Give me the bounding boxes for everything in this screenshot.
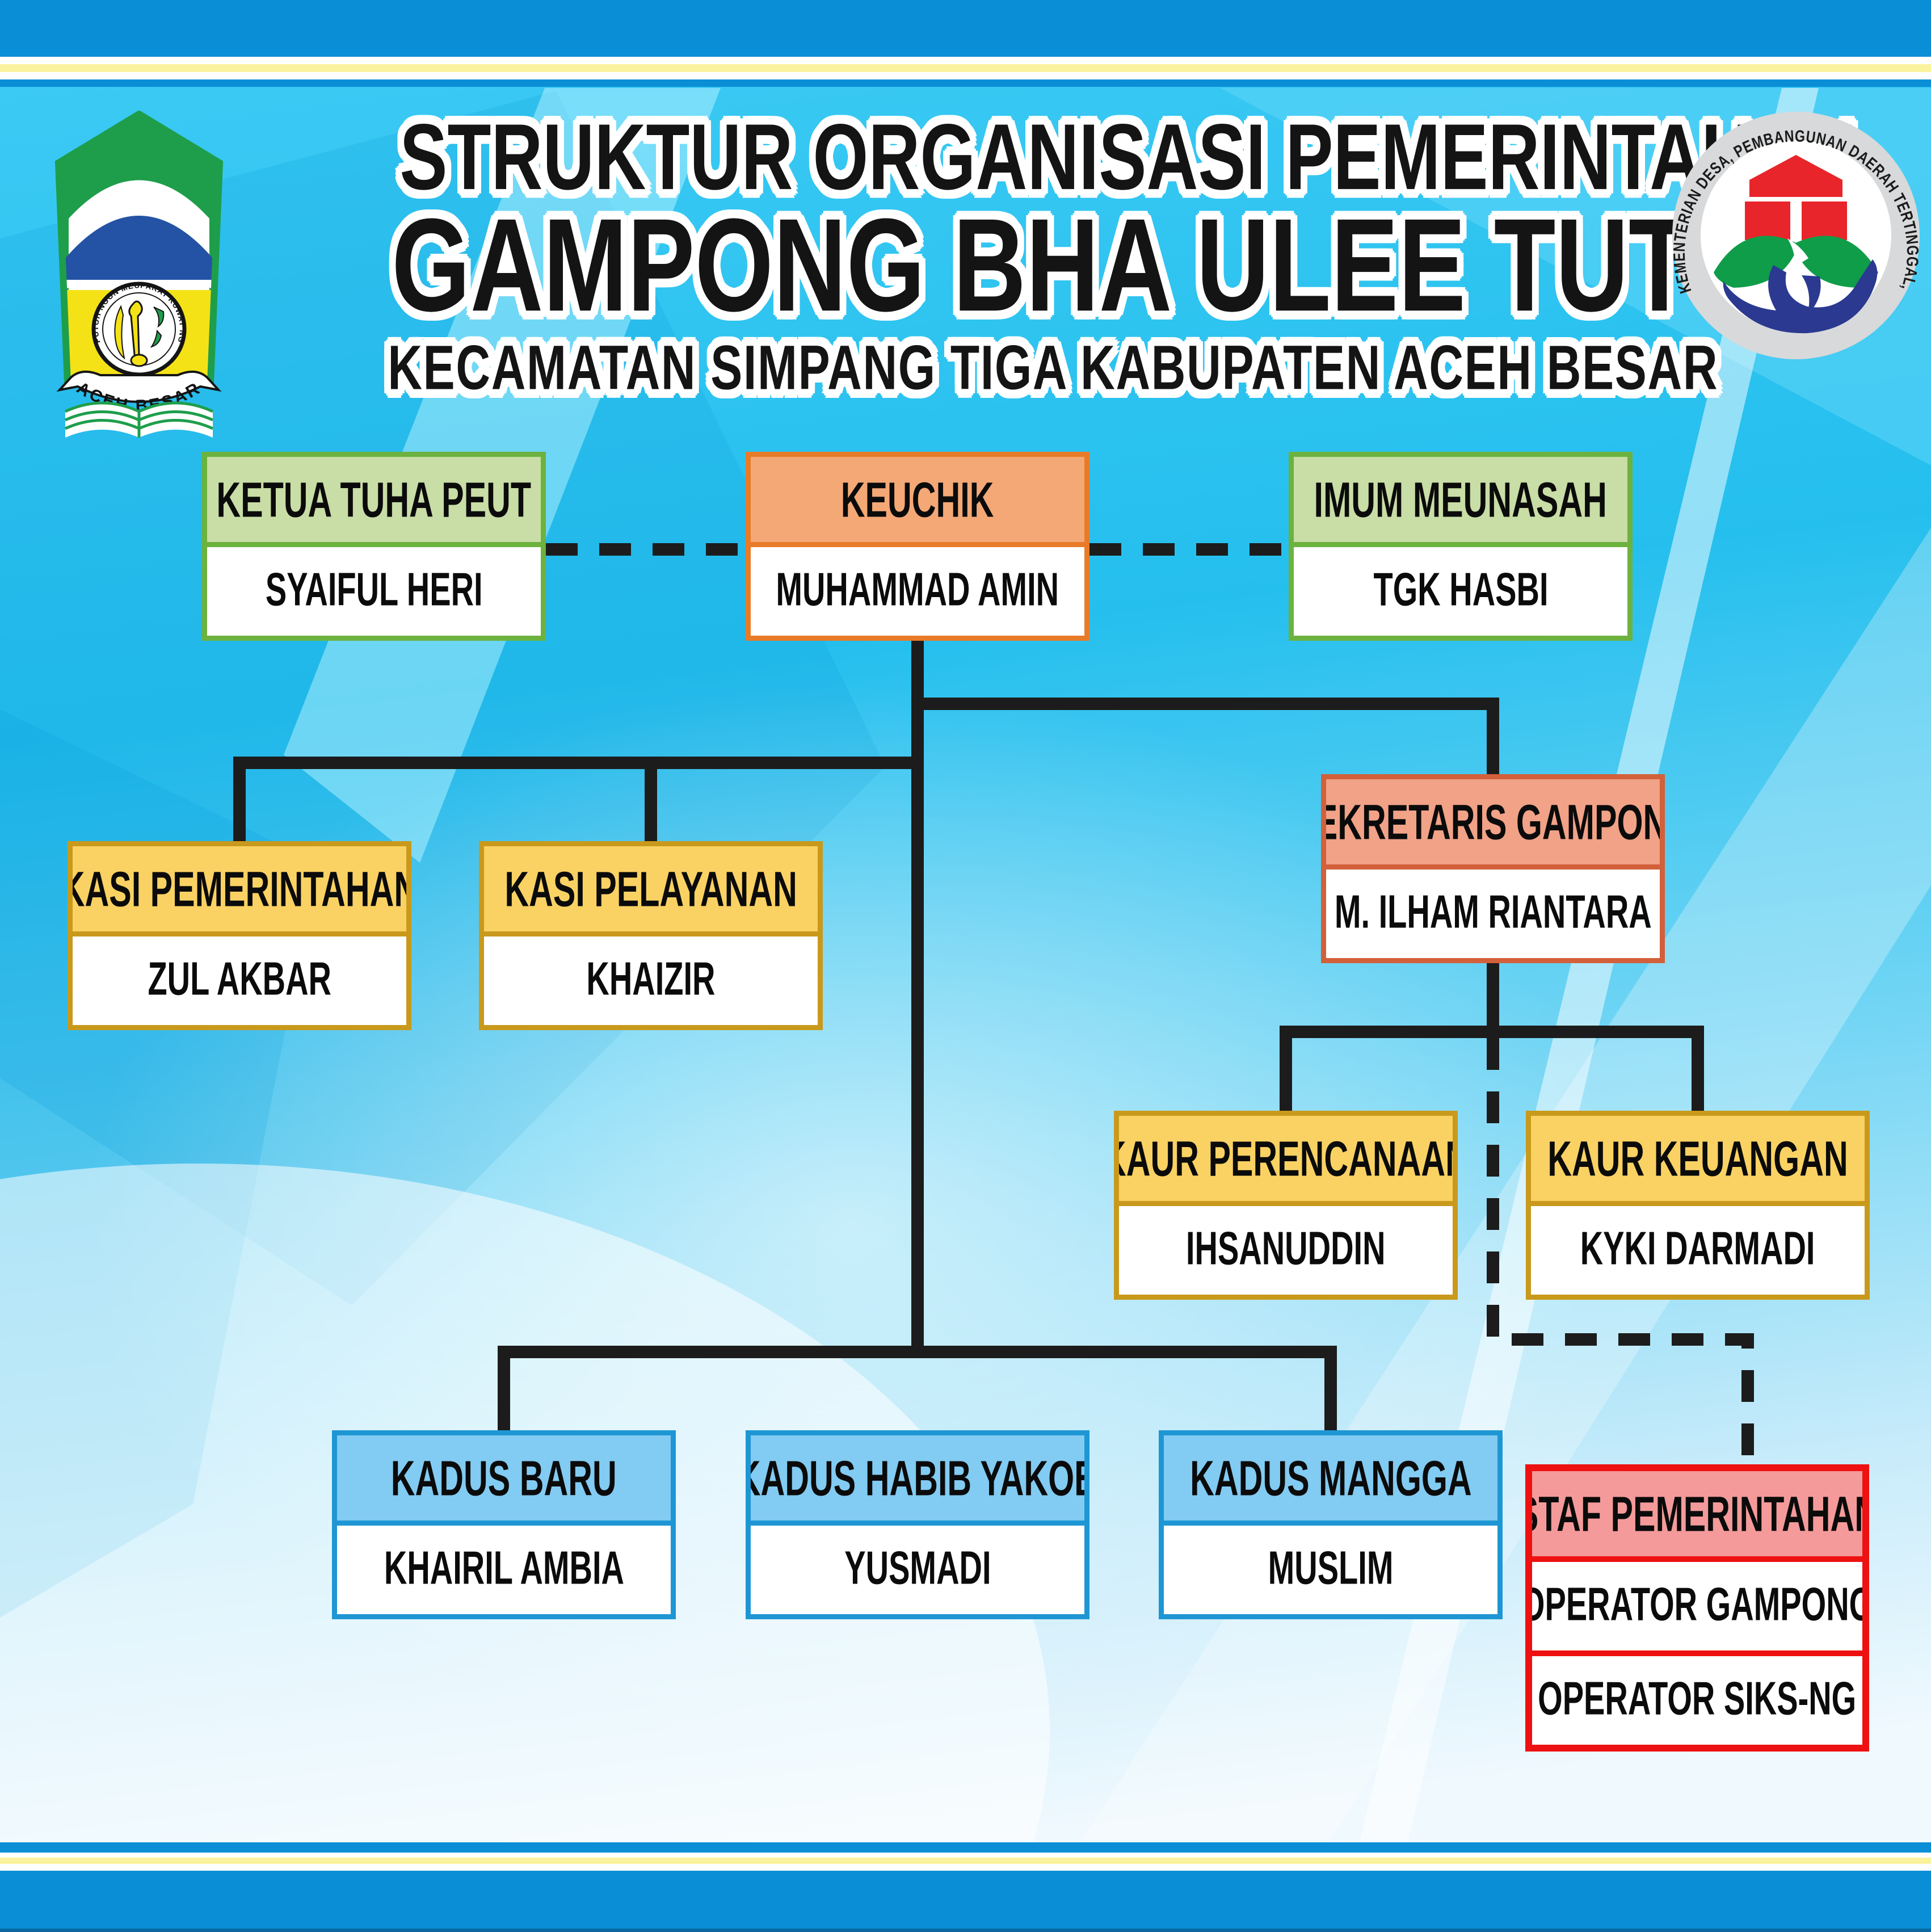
title-line-2: GAMPONG BHA ULEE TUTU xyxy=(392,191,1764,339)
top-stripe-white-2 xyxy=(0,72,1931,79)
node-name: KYKI DARMADI xyxy=(1531,1206,1865,1295)
node-name: ZUL AKBAR xyxy=(73,936,406,1025)
node-name: KHAIRIL AMBIA xyxy=(337,1526,671,1614)
bottom-stripe-blue-thin xyxy=(0,1842,1931,1853)
org-node-kaur-perencanaan: KAUR PERENCANAAN IHSANUDDIN xyxy=(1114,1111,1458,1300)
node-name-operator-gampong: OPERATOR GAMPONG xyxy=(1532,1556,1862,1650)
bottom-stripe-yellow xyxy=(0,1858,1931,1864)
bottom-band-blue xyxy=(0,1871,1931,1929)
org-node-kaur-keuangan: KAUR KEUANGAN KYKI DARMADI xyxy=(1526,1111,1870,1300)
org-node-kasi-pemerintahan: KASI PEMERINTAHAN ZUL AKBAR xyxy=(68,841,411,1030)
connector-branch-kasi xyxy=(233,757,918,841)
connector-branch-kaur xyxy=(1280,1026,1704,1111)
node-name: SYAIFUL HERI xyxy=(207,547,541,636)
node-title: KASI PELAYANAN xyxy=(484,846,818,936)
bottom-stripe-white-2 xyxy=(0,1864,1931,1871)
title-line-3: KECAMATAN SIMPANG TIGA KABUPATEN ACEH BE… xyxy=(388,333,1719,403)
node-name: IHSANUDDIN xyxy=(1119,1206,1453,1295)
node-name: MUHAMMAD AMIN xyxy=(751,547,1084,636)
node-title: KEUCHIK xyxy=(751,457,1084,547)
top-stripe-yellow xyxy=(0,64,1931,72)
node-title: KADUS HABIB YAKOB xyxy=(751,1435,1084,1526)
node-title: KADUS MANGGA xyxy=(1164,1435,1497,1526)
bottom-edge-dark xyxy=(0,1929,1931,1932)
node-title: IMUM MEUNASAH xyxy=(1294,457,1627,547)
node-name: MUSLIM xyxy=(1164,1526,1497,1614)
node-name: M. ILHAM RIANTARA xyxy=(1326,870,1660,958)
banner-title-block: STRUKTUR ORGANISASI PEMERINTAHAN GAMPONG… xyxy=(261,104,1857,403)
node-name-operator-siksng: OPERATOR SIKS-NG xyxy=(1532,1650,1862,1745)
top-stripe-white-1 xyxy=(0,57,1931,64)
connector-dashed-staf xyxy=(1487,1038,1754,1464)
kemendesa-logo: KEMENTERIAN DESA, PEMBANGUNAN DAERAH TER… xyxy=(1671,111,1921,359)
node-title: SEKRETARIS GAMPONG xyxy=(1326,779,1660,870)
org-node-kasi-pelayanan: KASI PELAYANAN KHAIZIR xyxy=(479,841,823,1030)
org-node-keuchik: KEUCHIK MUHAMMAD AMIN xyxy=(746,452,1089,641)
node-title: KAUR KEUANGAN xyxy=(1531,1116,1865,1206)
node-title: KAUR PERENCANAAN xyxy=(1119,1116,1453,1206)
node-name: TGK HASBI xyxy=(1294,547,1627,636)
node-title: KADUS BARU xyxy=(337,1435,671,1526)
connector-branch-kadus xyxy=(498,1346,1337,1430)
org-node-ketua-tuha-peut: KETUA TUHA PEUT SYAIFUL HERI xyxy=(202,452,546,641)
org-node-kadus-habib-yakob: KADUS HABIB YAKOB YUSMADI xyxy=(746,1430,1089,1619)
connector-keuchik-sekretaris xyxy=(918,698,1499,774)
top-band-blue xyxy=(0,0,1931,57)
node-title: KETUA TUHA PEUT xyxy=(207,457,541,547)
org-node-sekretaris-gampong: SEKRETARIS GAMPONG M. ILHAM RIANTARA xyxy=(1321,774,1665,963)
node-name: KHAIZIR xyxy=(484,936,818,1025)
node-title: KASI PEMERINTAHAN xyxy=(73,846,406,936)
node-title: STAF PEMERINTAHAN xyxy=(1532,1471,1862,1556)
title-line-1: STRUKTUR ORGANISASI PEMERINTAHAN xyxy=(399,104,1857,209)
org-node-kadus-baru: KADUS BARU KHAIRIL AMBIA xyxy=(332,1430,676,1619)
aceh-besar-crest-logo: PUTOH NGON MEUPAKAT KUWAT NGON MEUSEURAY… xyxy=(48,111,224,438)
node-name: YUSMADI xyxy=(751,1526,1084,1614)
org-node-imum-meunasah: IMUM MEUNASAH TGK HASBI xyxy=(1289,452,1633,641)
org-node-staf-pemerintahan: STAF PEMERINTAHAN OPERATOR GAMPONG OPERA… xyxy=(1525,1464,1869,1752)
top-stripe-blue-thin xyxy=(0,79,1931,87)
org-node-kadus-mangga: KADUS MANGGA MUSLIM xyxy=(1159,1430,1503,1619)
bottom-stripe-white-1 xyxy=(0,1853,1931,1858)
